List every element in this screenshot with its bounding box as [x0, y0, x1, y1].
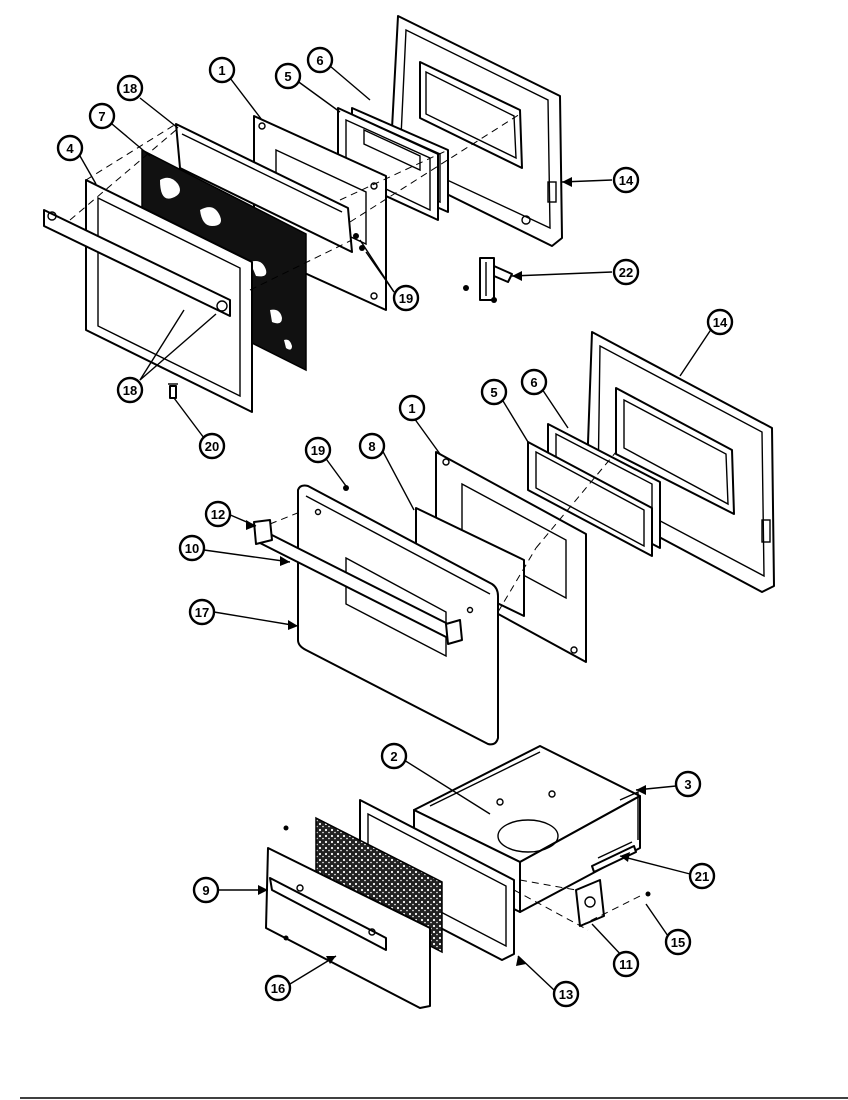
svg-text:1: 1 — [408, 401, 415, 416]
callout-14-top: 14 — [612, 166, 640, 194]
callout-2: 2 — [380, 742, 408, 770]
part-22-hinge — [463, 257, 513, 303]
alignment-lines-top — [69, 113, 521, 291]
alignment-lines-lower — [513, 879, 645, 931]
svg-text:14: 14 — [713, 315, 728, 330]
callout-5-mid: 5 — [480, 378, 508, 406]
svg-text:2: 2 — [390, 749, 397, 764]
callout-14-mid: 14 — [706, 308, 734, 336]
svg-text:18: 18 — [123, 81, 137, 96]
svg-text:19: 19 — [311, 443, 325, 458]
callout-20: 20 — [198, 432, 226, 460]
part-4-outer-door-frame — [43, 179, 253, 413]
callout-9: 9 — [192, 876, 220, 904]
callout-6-mid: 6 — [520, 368, 548, 396]
svg-text:13: 13 — [559, 987, 573, 1002]
part-10-handle — [253, 519, 463, 645]
part-11-bracket — [575, 879, 651, 927]
callout-7: 7 — [88, 102, 116, 130]
svg-text:5: 5 — [490, 385, 497, 400]
svg-text:22: 22 — [619, 265, 633, 280]
part-18-spacer-top — [175, 123, 353, 253]
svg-text:9: 9 — [202, 883, 209, 898]
svg-text:8: 8 — [368, 439, 375, 454]
callout-1-mid: 1 — [398, 394, 426, 422]
callout-16: 16 — [264, 974, 292, 1002]
part-5-glass-frame-top — [337, 107, 439, 221]
callout-18-lower: 18 — [116, 376, 144, 404]
svg-text:1: 1 — [218, 63, 225, 78]
callout-3: 3 — [674, 770, 702, 798]
callout-4: 4 — [56, 134, 84, 162]
screw-19-mid — [343, 485, 349, 491]
part-5-glass-frame-mid — [527, 441, 653, 557]
callout-8: 8 — [358, 432, 386, 460]
svg-text:21: 21 — [695, 869, 709, 884]
callout-1-top: 1 — [208, 56, 236, 84]
svg-text:17: 17 — [195, 605, 209, 620]
callout-17: 17 — [188, 598, 216, 626]
svg-text:10: 10 — [185, 541, 199, 556]
callout-15: 15 — [664, 928, 692, 956]
part-14-inner-door-liner-mid — [585, 331, 775, 593]
callout-22: 22 — [612, 258, 640, 286]
screw-20 — [168, 383, 178, 399]
svg-text:3: 3 — [684, 777, 691, 792]
svg-text:14: 14 — [619, 173, 634, 188]
svg-text:18: 18 — [123, 383, 137, 398]
part-14-inner-door-liner-top — [389, 15, 563, 247]
callout-19-right: 19 — [392, 284, 420, 312]
callout-6-top: 6 — [306, 46, 334, 74]
callout-21: 21 — [688, 862, 716, 890]
callout-19-mid: 19 — [304, 436, 332, 464]
svg-text:5: 5 — [284, 69, 291, 84]
arrowheads — [246, 177, 646, 966]
svg-text:15: 15 — [671, 935, 685, 950]
svg-text:19: 19 — [399, 291, 413, 306]
svg-text:6: 6 — [316, 53, 323, 68]
leader-lines — [79, 65, 713, 991]
part-21-slide-rail — [591, 845, 637, 873]
svg-text:11: 11 — [619, 957, 633, 972]
callout-13: 13 — [552, 980, 580, 1008]
callout-5-top: 5 — [274, 62, 302, 90]
callout-18-top: 18 — [116, 74, 144, 102]
svg-text:20: 20 — [205, 439, 219, 454]
callout-10: 10 — [178, 534, 206, 562]
callout-12: 12 — [204, 500, 232, 528]
svg-text:6: 6 — [530, 375, 537, 390]
svg-text:4: 4 — [66, 141, 74, 156]
part-17-outer-door-panel — [297, 484, 499, 746]
svg-text:7: 7 — [98, 109, 105, 124]
alignment-lines-mid — [269, 451, 617, 613]
svg-text:12: 12 — [211, 507, 225, 522]
callout-11: 11 — [612, 950, 640, 978]
part-16-drawer-front-panel — [265, 825, 431, 1009]
svg-text:16: 16 — [271, 981, 285, 996]
